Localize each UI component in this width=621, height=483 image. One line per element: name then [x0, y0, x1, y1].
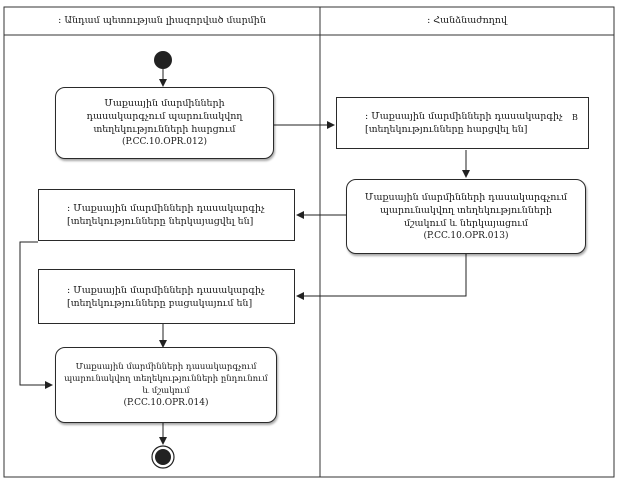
- object-info-absent-line2: [տեղեկությունները բացակայում են]: [67, 297, 253, 309]
- action-request-info-line2: դասակարգչում պարունակվող: [86, 111, 243, 122]
- object-info-requested: : Մաքսային մարմինների դասակարգիչ [տեղեկո…: [336, 97, 589, 149]
- swimlane-frame: [3, 6, 615, 478]
- action-receive-process-line1: Մաքսային մարմինների դասակարգչում: [75, 362, 257, 372]
- action-process-present: Մաքսային մարմինների դասակարգչում պարունա…: [346, 179, 586, 254]
- object-info-requested-line2: [տեղեկությունները հարցվել են]: [365, 124, 528, 135]
- action-receive-process-line3: և մշակում: [142, 386, 190, 396]
- action-receive-process-code: (P.CC.10.OPR.014): [123, 398, 209, 408]
- action-process-present-code: (P.CC.10.OPR.013): [423, 230, 509, 241]
- object-info-requested-mark: B: [572, 113, 578, 122]
- start-node: [154, 51, 172, 69]
- action-receive-process-line2: պարունակվող տեղեկությունների ընդունում: [64, 374, 268, 384]
- object-info-absent-line1: : Մաքսային մարմինների դասակարգիչ: [67, 284, 265, 296]
- action-process-present-line2: պարունակվող տեղեկությունների: [380, 204, 552, 216]
- object-info-presented-line2: [տեղեկությունները ներկայացվել են]: [67, 216, 254, 227]
- action-process-present-line1: Մաքսային մարմինների դասակարգչում: [364, 191, 568, 203]
- object-info-presented-line1: : Մաքսային մարմինների դասակարգիչ: [67, 203, 265, 214]
- action-receive-process: Մաքսային մարմինների դասակարգչում պարունա…: [55, 347, 277, 423]
- object-info-absent: : Մաքսային մարմինների դասակարգիչ [տեղեկո…: [38, 269, 295, 324]
- action-request-info-line3: տեղեկությունների հարցում: [93, 124, 236, 135]
- lane-title-right: : Հանձնաժողով: [427, 15, 507, 26]
- edge-box3-box5: [296, 254, 467, 300]
- object-info-presented: : Մաքսային մարմինների դասակարգիչ [տեղեկո…: [38, 189, 295, 241]
- object-info-requested-line1: : Մաքսային մարմինների դասակարգիչ: [365, 111, 563, 122]
- action-process-present-line3: մշակում և ներկայացում: [404, 217, 528, 229]
- edge-box4-box6: [19, 241, 53, 389]
- action-request-info-code: (P.CC.10.OPR.012): [122, 137, 207, 147]
- end-node: [155, 449, 171, 465]
- action-request-info-line1: Մաքսային մարմինների: [104, 98, 225, 109]
- lane-title-left: : Անդամ պետության լիազորված մարմին: [58, 15, 266, 26]
- action-request-info: Մաքսային մարմինների դասակարգչում պարունա…: [55, 87, 274, 159]
